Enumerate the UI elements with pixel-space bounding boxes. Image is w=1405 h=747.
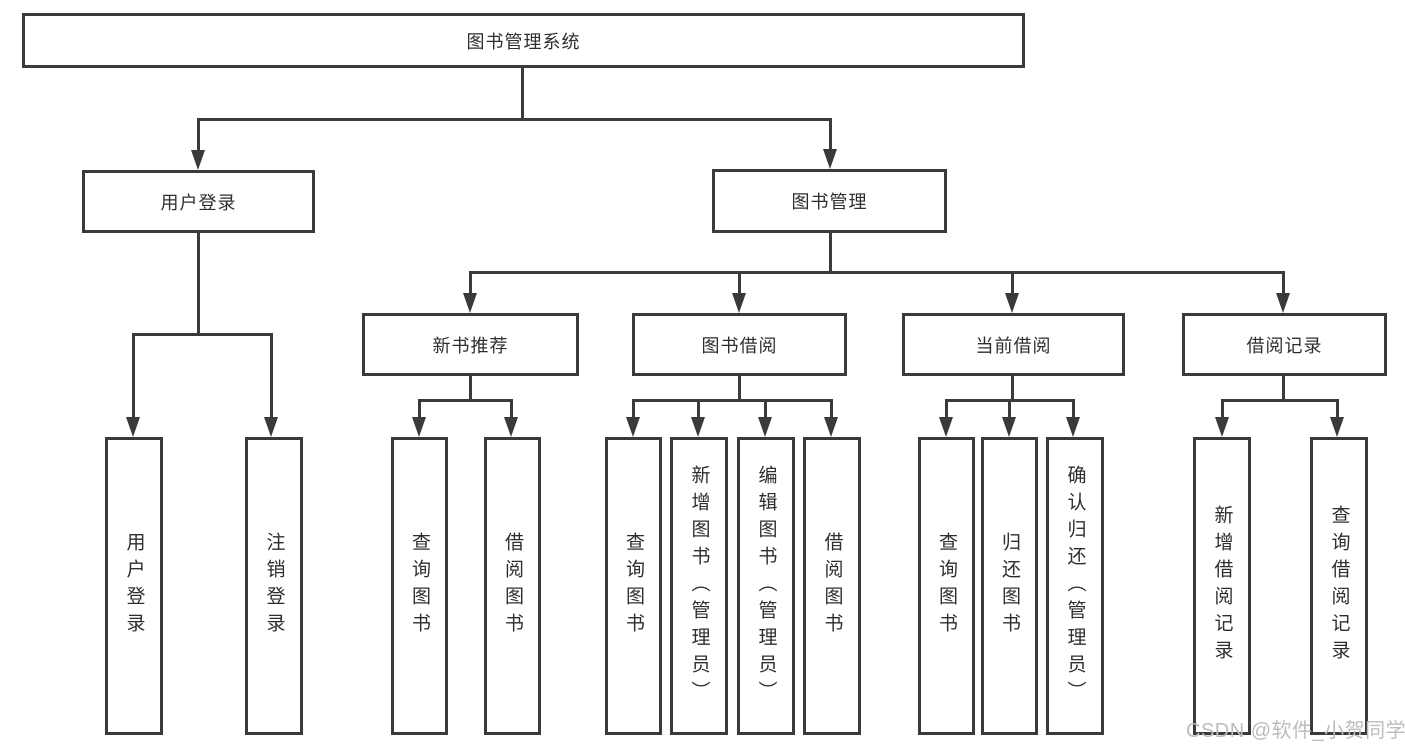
leaf-query-borrow-record-label: 查询借阅记录 <box>1328 505 1350 667</box>
node-user-login-label: 用户登录 <box>160 192 237 213</box>
node-user-login: 用户登录 <box>82 170 315 233</box>
connector-drop-leaf-borrow-book-1 <box>510 399 513 419</box>
arrow-down-leaf-add-book-icon <box>691 417 705 437</box>
arrow-down-current-borrow-icon <box>1005 293 1019 313</box>
leaf-query-book-2: 查询图书 <box>605 437 662 735</box>
connector-drop-leaf-edit-book <box>764 399 767 419</box>
connector-drop-leaf-add-book <box>697 399 700 419</box>
connector-drop-leaf-query-borrow-record <box>1336 399 1339 419</box>
arrow-down-leaf-query-borrow-record-icon <box>1330 417 1344 437</box>
connector-drop-book-management <box>829 118 832 154</box>
node-new-book-recommend: 新书推荐 <box>362 313 579 376</box>
connector-user-login-bar <box>132 333 273 336</box>
connector-drop-leaf-logout <box>270 333 273 419</box>
node-current-borrow-label: 当前借阅 <box>975 335 1052 356</box>
connector-root-stem <box>521 68 524 120</box>
leaf-logout: 注销登录 <box>245 437 303 735</box>
connector-drop-leaf-query-book-1 <box>418 399 421 419</box>
leaf-user-login-label: 用户登录 <box>123 532 145 640</box>
connector-drop-new-book-recommend <box>469 271 472 295</box>
connector-new-book-recommend-bar <box>418 399 513 402</box>
connector-new-book-recommend-stem <box>469 376 472 402</box>
arrow-down-leaf-query-book-1-icon <box>412 417 426 437</box>
arrow-down-leaf-add-borrow-record-icon <box>1215 417 1229 437</box>
arrow-down-leaf-query-book-2-icon <box>626 417 640 437</box>
connector-user-login-stem <box>197 233 200 336</box>
csdn-watermark: CSDN @软件_小贺同学 <box>1186 720 1405 742</box>
connector-drop-leaf-query-book-3 <box>945 399 948 419</box>
connector-drop-leaf-confirm-return <box>1072 399 1075 419</box>
connector-borrow-record-bar <box>1221 399 1339 402</box>
connector-drop-user-login <box>197 118 200 154</box>
connector-drop-leaf-add-borrow-record <box>1221 399 1224 419</box>
leaf-borrow-book-2: 借阅图书 <box>803 437 861 735</box>
leaf-add-borrow-record-label: 新增借阅记录 <box>1211 505 1233 667</box>
connector-drop-leaf-return-book <box>1008 399 1011 419</box>
leaf-add-book-label: 新增图书（管理员） <box>688 464 710 708</box>
arrow-down-book-borrow-icon <box>732 293 746 313</box>
connector-drop-leaf-query-book-2 <box>632 399 635 419</box>
node-borrow-record: 借阅记录 <box>1182 313 1387 376</box>
leaf-borrow-book-1: 借阅图书 <box>484 437 541 735</box>
leaf-confirm-return-label: 确认归还（管理员） <box>1064 464 1086 708</box>
connector-drop-leaf-borrow-book-2 <box>830 399 833 419</box>
arrow-down-leaf-borrow-book-2-icon <box>824 417 838 437</box>
leaf-query-book-2-label: 查询图书 <box>623 532 644 640</box>
leaf-query-book-3: 查询图书 <box>918 437 975 735</box>
connector-drop-current-borrow <box>1011 271 1014 295</box>
node-book-management-label: 图书管理 <box>791 192 868 212</box>
node-new-book-recommend-label: 新书推荐 <box>432 335 509 356</box>
connector-drop-book-borrow <box>738 271 741 295</box>
connector-drop-leaf-user-login <box>132 333 135 419</box>
arrow-down-new-book-recommend-icon <box>463 293 477 313</box>
leaf-return-book: 归还图书 <box>981 437 1038 735</box>
connector-book-management-bar <box>469 271 1284 274</box>
leaf-borrow-book-1-label: 借阅图书 <box>502 532 523 640</box>
leaf-confirm-return: 确认归还（管理员） <box>1046 437 1104 735</box>
leaf-borrow-book-2-label: 借阅图书 <box>821 532 843 640</box>
connector-root-bar <box>197 118 832 121</box>
leaf-query-borrow-record: 查询借阅记录 <box>1310 437 1368 735</box>
node-borrow-record-label: 借阅记录 <box>1246 335 1323 356</box>
node-current-borrow: 当前借阅 <box>902 313 1125 376</box>
leaf-query-book-1-label: 查询图书 <box>409 532 430 640</box>
leaf-user-login: 用户登录 <box>105 437 163 735</box>
connector-book-borrow-stem <box>738 376 741 402</box>
arrow-down-user-login-icon <box>191 150 205 170</box>
node-root: 图书管理系统 <box>22 13 1025 68</box>
arrow-down-leaf-query-book-3-icon <box>939 417 953 437</box>
node-root-label: 图书管理系统 <box>466 31 581 52</box>
leaf-add-book: 新增图书（管理员） <box>670 437 728 735</box>
leaf-return-book-label: 归还图书 <box>999 532 1020 640</box>
connector-drop-borrow-record <box>1282 271 1285 295</box>
connector-borrow-record-stem <box>1282 376 1285 402</box>
leaf-edit-book: 编辑图书（管理员） <box>737 437 795 735</box>
leaf-edit-book-label: 编辑图书（管理员） <box>755 464 777 708</box>
arrow-down-leaf-confirm-return-icon <box>1066 417 1080 437</box>
leaf-add-borrow-record: 新增借阅记录 <box>1193 437 1251 735</box>
leaf-query-book-1: 查询图书 <box>391 437 448 735</box>
arrow-down-leaf-return-book-icon <box>1002 417 1016 437</box>
arrow-down-borrow-record-icon <box>1276 293 1290 313</box>
node-book-borrow-label: 图书借阅 <box>701 335 778 356</box>
leaf-query-book-3-label: 查询图书 <box>936 532 957 640</box>
node-book-management: 图书管理 <box>712 169 947 233</box>
leaf-logout-label: 注销登录 <box>263 532 285 640</box>
node-book-borrow: 图书借阅 <box>632 313 847 376</box>
arrow-down-leaf-user-login-icon <box>126 417 140 437</box>
arrow-down-leaf-borrow-book-1-icon <box>504 417 518 437</box>
arrow-down-leaf-logout-icon <box>264 417 278 437</box>
arrow-down-leaf-edit-book-icon <box>758 417 772 437</box>
arrow-down-book-management-icon <box>823 149 837 169</box>
connector-book-borrow-bar <box>632 399 832 402</box>
connector-book-management-stem <box>829 233 832 273</box>
connector-current-borrow-stem <box>1011 376 1014 402</box>
